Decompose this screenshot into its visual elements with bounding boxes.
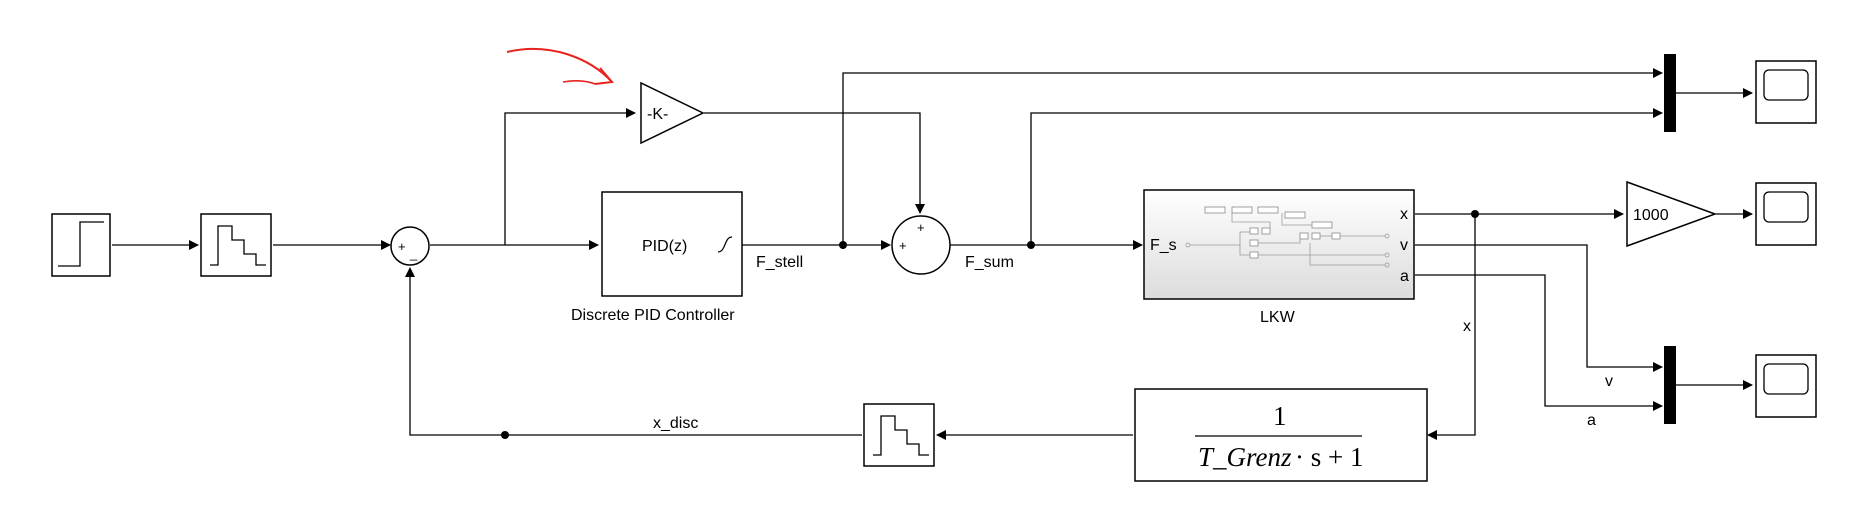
- sum-plus-sign: +: [398, 239, 406, 254]
- pid-label: PID(z): [642, 238, 687, 255]
- sum-force-block[interactable]: + +: [891, 215, 951, 275]
- wire-a-to-mux2: [1415, 274, 1663, 411]
- gain-1000-label: 1000: [1633, 207, 1669, 224]
- tf-denominator-rest: · s + 1: [1295, 442, 1363, 472]
- scope-icon: [1763, 191, 1809, 223]
- wire-to-gain: [504, 108, 636, 245]
- pid-block-name: Discrete PID Controller: [571, 307, 735, 324]
- zoh-icon: [210, 225, 266, 266]
- sumforce-plus-left: +: [899, 238, 907, 253]
- saturation-icon: [717, 236, 733, 253]
- transfer-function-block[interactable]: 1 T_Grenz · s + 1: [1134, 388, 1428, 482]
- signal-label-f-stell: F_stell: [756, 254, 803, 271]
- mux-block-1[interactable]: [1664, 54, 1676, 132]
- wire-v-to-mux2: [1415, 244, 1663, 372]
- pid-controller-block[interactable]: PID(z) Discrete PID Controller: [571, 191, 743, 324]
- signal-label-a: a: [1587, 412, 1596, 429]
- sumforce-plus-top: +: [917, 220, 925, 235]
- sum-minus-sign: _: [409, 246, 418, 261]
- tf-denominator-var: T_Grenz: [1198, 442, 1292, 472]
- wire-x-to-tf: [1427, 214, 1476, 440]
- step-block[interactable]: [51, 213, 111, 277]
- wire-gain-to-sumforce: [704, 112, 925, 214]
- lkw-input-port-label: F_s: [1150, 237, 1177, 254]
- gain-block[interactable]: -K-: [640, 81, 705, 145]
- signal-label-f-sum: F_sum: [965, 254, 1014, 271]
- scope-icon: [1763, 363, 1809, 395]
- wire-feedback-xdisc: [405, 267, 862, 436]
- zero-order-hold-block[interactable]: [200, 213, 272, 277]
- branch-points: [501, 210, 1479, 439]
- signal-lines: [112, 68, 1753, 440]
- signal-label-x-disc: x_disc: [653, 415, 698, 432]
- scope-block-3[interactable]: [1755, 354, 1817, 418]
- wire-fstell-to-mux: [842, 68, 1663, 245]
- gain-1000-block[interactable]: 1000: [1626, 180, 1718, 248]
- scope-block-2[interactable]: [1755, 182, 1817, 246]
- lkw-output-port-v: v: [1400, 237, 1408, 254]
- mux-block-2[interactable]: [1664, 346, 1676, 424]
- gain-label: -K-: [647, 106, 668, 123]
- lkw-output-port-x: x: [1400, 206, 1408, 223]
- zoh-icon: [873, 415, 929, 456]
- lkw-block-name: LKW: [1260, 309, 1296, 326]
- signal-labels: F_stell F_sum x_disc x v a: [653, 254, 1613, 432]
- signal-label-v: v: [1605, 373, 1613, 390]
- zero-order-hold-block-2[interactable]: [863, 403, 935, 467]
- sum-error-block[interactable]: + _: [390, 226, 430, 266]
- scope-icon: [1763, 69, 1809, 101]
- lkw-output-port-a: a: [1400, 268, 1409, 285]
- scope-block-1[interactable]: [1755, 60, 1817, 124]
- subsystem-preview-icon: [1185, 206, 1390, 268]
- annotation-arrow: [506, 48, 614, 85]
- signal-label-x: x: [1463, 318, 1471, 335]
- lkw-subsystem-block[interactable]: F_s x v a LKW: [1143, 189, 1415, 326]
- tf-numerator: 1: [1273, 401, 1287, 431]
- wire-fsum-to-mux: [1030, 108, 1663, 245]
- step-icon: [58, 221, 104, 267]
